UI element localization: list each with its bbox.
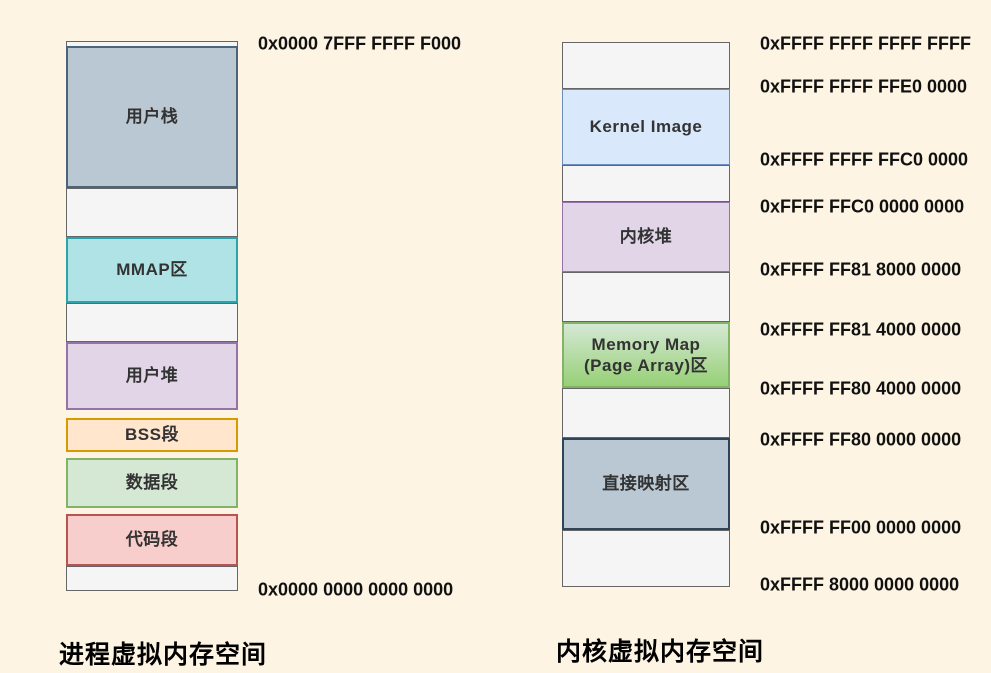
process-user-heap-label: 用户堆	[125, 366, 179, 386]
kernel-kernel-image-label: Kernel Image	[589, 117, 703, 137]
kernel-address-label: 0xFFFF FF81 4000 0000	[760, 319, 962, 340]
kernel-address-label: 0xFFFF FFFF FFE0 0000	[760, 76, 968, 97]
kernel-address-label: 0xFFFF FFC0 0000 0000	[760, 196, 965, 217]
kernel-kernel-heap-label: 内核堆	[619, 227, 673, 247]
process-address-label: 0x0000 7FFF FFFF F000	[258, 33, 462, 54]
kernel-memory-map-page-array: Memory Map (Page Array)区	[562, 322, 730, 388]
kernel-empty-gap-1	[562, 165, 730, 202]
process-bss-segment-label: BSS段	[125, 425, 179, 445]
kernel-address-label: 0xFFFF FF00 0000 0000	[760, 517, 962, 538]
caption-kernel-virtual-memory: 内核虚拟内存空间	[556, 638, 765, 666]
process-user-stack-label: 用户栈	[125, 107, 179, 127]
process-bss-segment: BSS段	[66, 418, 238, 452]
kernel-kernel-heap: 内核堆	[562, 202, 730, 272]
process-data-segment-label: 数据段	[125, 473, 179, 493]
process-empty-gap-1	[66, 188, 238, 237]
kernel-address-label: 0xFFFF FF81 8000 0000	[760, 259, 962, 280]
kernel-empty-top	[562, 42, 730, 89]
process-data-segment: 数据段	[66, 458, 238, 508]
kernel-address-label: 0xFFFF FF80 0000 0000	[760, 429, 962, 450]
process-empty-bottom	[66, 566, 238, 591]
kernel-empty-bottom	[562, 530, 730, 587]
kernel-direct-mapping-region-label: 直接映射区	[602, 474, 690, 494]
process-user-stack: 用户栈	[66, 46, 238, 188]
process-user-heap: 用户堆	[66, 342, 238, 410]
kernel-empty-gap-3	[562, 388, 730, 438]
kernel-address-label: 0xFFFF FFFF FFC0 0000	[760, 149, 969, 170]
kernel-empty-gap-2	[562, 272, 730, 322]
kernel-direct-mapping-region: 直接映射区	[562, 438, 730, 530]
kernel-kernel-image: Kernel Image	[562, 89, 730, 165]
process-code-segment-label: 代码段	[125, 530, 179, 550]
kernel-address-label: 0xFFFF FFFF FFFF FFFF	[760, 33, 971, 54]
kernel-address-label: 0xFFFF FF80 4000 0000	[760, 378, 962, 399]
process-mmap-region-label: MMAP区	[116, 260, 188, 280]
process-mmap-region: MMAP区	[66, 237, 238, 303]
caption-process-virtual-memory: 进程虚拟内存空间	[59, 641, 268, 669]
kernel-memory-map-page-array-label: Memory Map (Page Array)区	[584, 334, 708, 375]
process-address-label: 0x0000 0000 0000 0000	[258, 579, 454, 600]
process-empty-gap-2	[66, 303, 238, 342]
process-code-segment: 代码段	[66, 514, 238, 566]
kernel-address-label: 0xFFFF 8000 0000 0000	[760, 574, 960, 595]
